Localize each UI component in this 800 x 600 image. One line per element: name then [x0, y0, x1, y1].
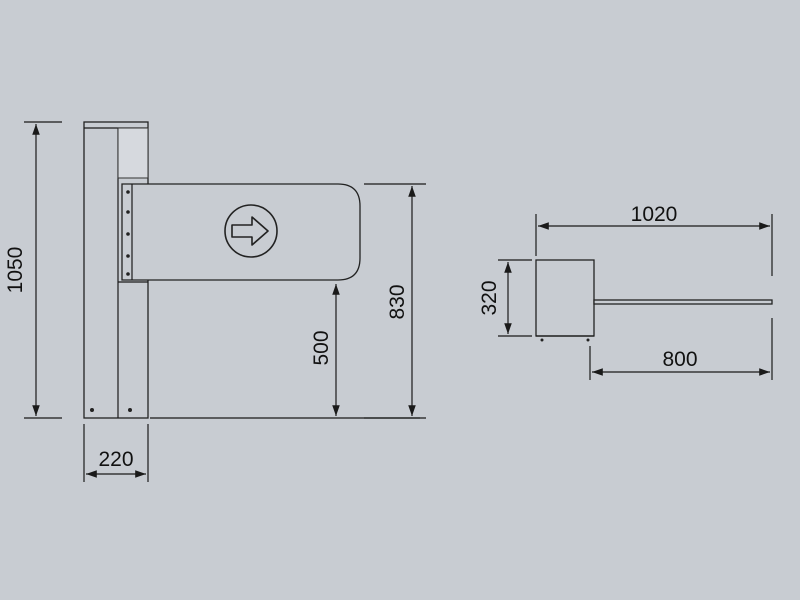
post-screw [128, 408, 132, 412]
dim-arm-length: 800 [662, 348, 697, 371]
front-view: 1050 220 500 830 [4, 121, 426, 482]
cabinet-foot [540, 338, 544, 342]
hinge-dot [126, 232, 130, 236]
hinge-dot [126, 254, 130, 258]
right-arrow-icon [224, 204, 278, 258]
cabinet-foot [586, 338, 590, 342]
top-view: 1020 320 800 [478, 203, 773, 380]
cabinet-top [535, 259, 595, 337]
dim-post-width: 220 [98, 448, 133, 471]
post-head [117, 127, 149, 179]
dim-cabinet-depth: 320 [478, 280, 501, 315]
hinge-dot [126, 190, 130, 194]
arm-top [593, 299, 773, 305]
dim-total-height: 1050 [4, 247, 27, 294]
hinge-dot [126, 272, 130, 276]
post-screw [90, 408, 94, 412]
hinge-dot [126, 210, 130, 214]
dim-arm-height-from-floor: 500 [310, 330, 333, 365]
swing-arm-panel [121, 183, 361, 281]
dim-total-length: 1020 [631, 203, 678, 226]
dim-arm-top-height: 830 [386, 284, 409, 319]
